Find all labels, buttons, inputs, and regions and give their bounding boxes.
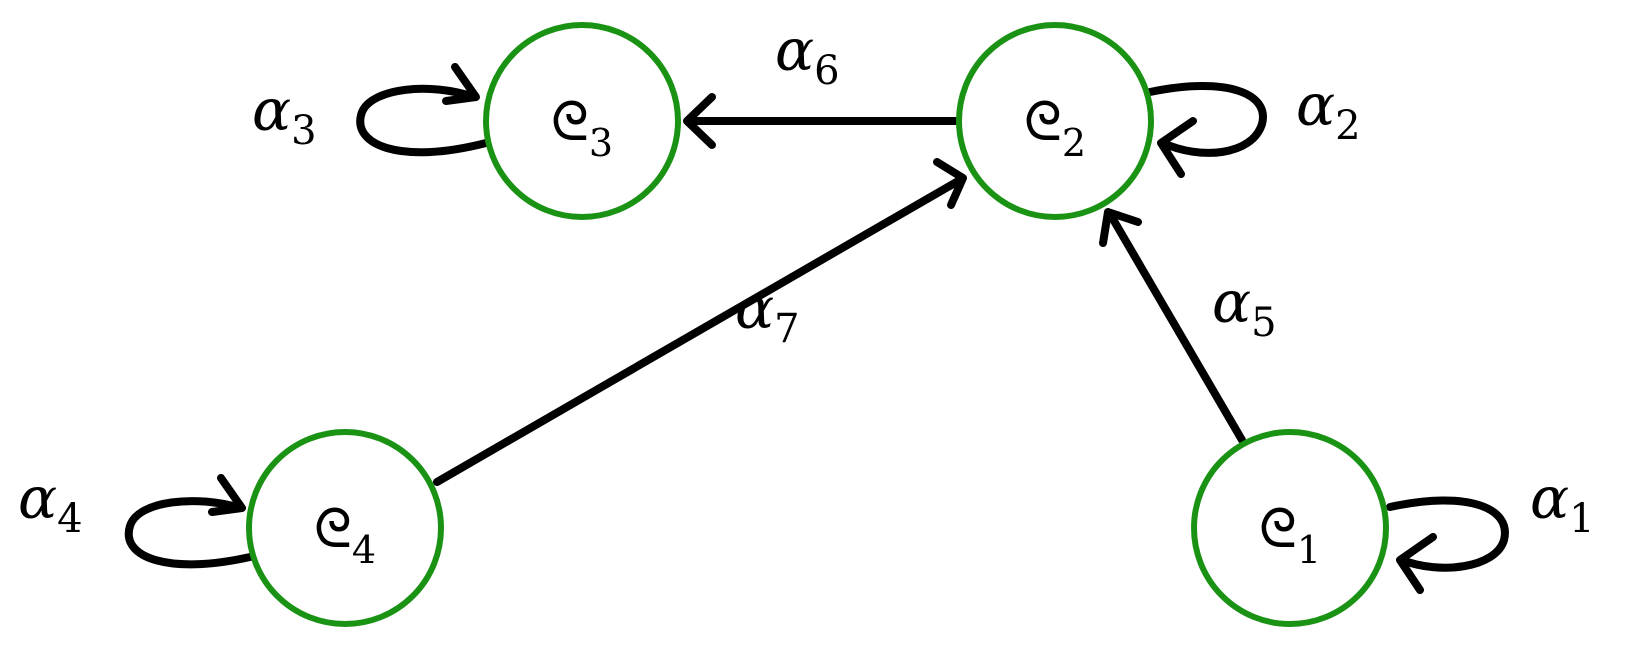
node-4-circle [246,429,444,627]
edge-label-alpha-2-index: 2 [1335,103,1360,149]
edge-label-alpha-4-index: 4 [57,496,82,542]
node-4-symbol: ᘓ [314,497,352,560]
node-2-index: 2 [1062,121,1086,165]
self-loop-edge-alpha-1 [1386,496,1509,594]
node-4-label: ᘓ4 [314,497,376,572]
node-4: ᘓ4 [246,429,444,627]
edge-label-alpha-6-symbol: α [775,16,814,84]
edge-label-alpha-1-symbol: α [1530,464,1569,532]
edge-label-alpha-1-index: 1 [1569,496,1594,542]
edge-label-alpha-3: α3 [252,76,317,154]
edge-alpha-7 [433,158,967,486]
node-3-index: 3 [589,121,613,165]
node-1: ᘓ1 [1191,429,1389,627]
edge-label-alpha-5-symbol: α [1212,268,1251,336]
edge-label-alpha-7-symbol: α [735,274,774,342]
edge-alpha-5 [1099,208,1246,444]
edge-label-alpha-5-index: 5 [1251,300,1276,346]
node-1-symbol: ᘓ [1259,497,1297,560]
node-3-circle [483,22,681,220]
node-1-label: ᘓ1 [1259,497,1321,572]
edge-label-alpha-5: α5 [1212,268,1277,346]
edge-label-alpha-7: α7 [735,274,800,352]
edge-label-alpha-4-symbol: α [18,464,57,532]
edge-label-alpha-4: α4 [18,464,83,542]
node-2-circle [956,22,1154,220]
node-3: ᘓ3 [483,22,681,220]
self-loop-edge-alpha-2 [1146,82,1267,178]
node-2: ᘓ2 [956,22,1154,220]
edge-label-alpha-7-index: 7 [774,306,799,352]
node-4-index: 4 [352,528,376,572]
edge-label-alpha-2: α2 [1296,71,1361,149]
self-loop-edge-alpha-3 [356,63,490,157]
edge-label-alpha-6-index: 6 [814,48,839,94]
edge-label-alpha-3-symbol: α [252,76,291,144]
edge-alpha-6 [683,93,962,149]
node-1-circle [1191,429,1389,627]
edge-label-alpha-1: α1 [1530,464,1595,542]
node-2-symbol: ᘓ [1024,90,1062,153]
self-loop-edge-alpha-4 [124,474,254,569]
edge-label-alpha-6: α6 [775,16,840,94]
edge-label-alpha-2-symbol: α [1296,71,1335,139]
node-3-symbol: ᘓ [551,90,589,153]
node-2-label: ᘓ2 [1024,90,1086,165]
edge-label-alpha-3-index: 3 [291,108,316,154]
node-1-index: 1 [1297,528,1321,572]
node-3-label: ᘓ3 [551,90,613,165]
